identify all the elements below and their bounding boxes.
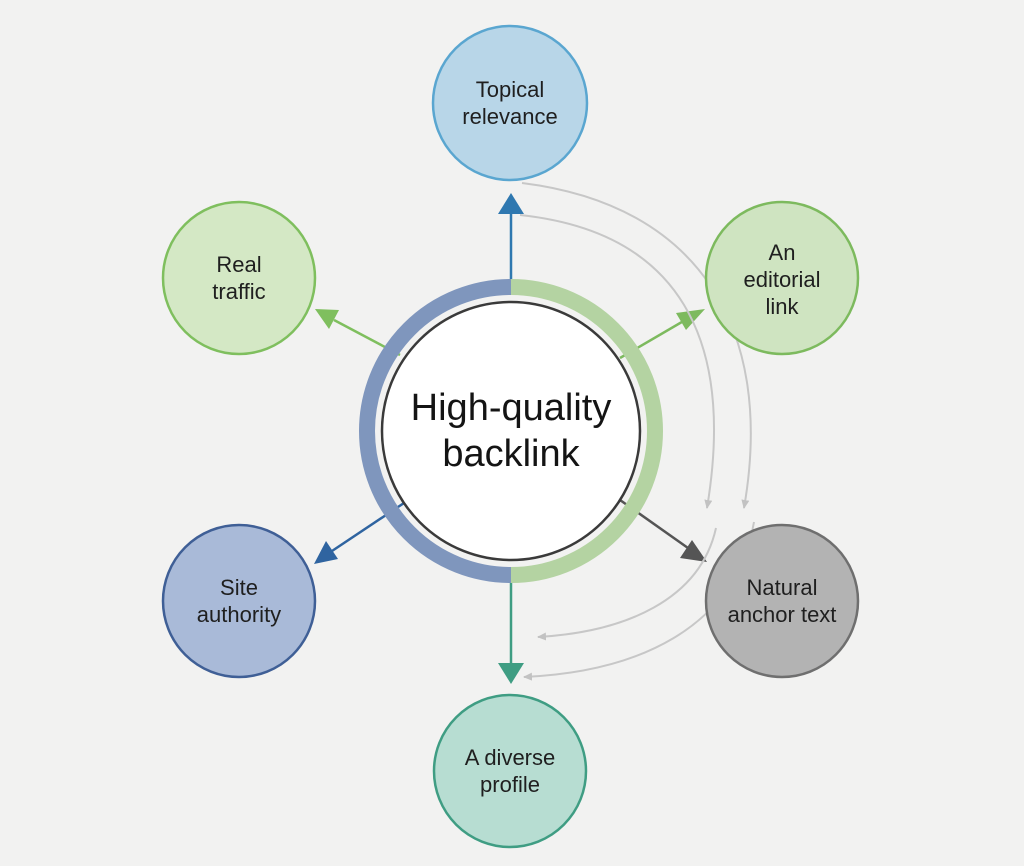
label-diverse-profile: A diverse profile [464, 745, 556, 797]
arrowhead-anchor [680, 540, 707, 562]
label-natural-anchor-text: Natural anchor text [727, 575, 837, 627]
center-label: High-quality backlink [410, 387, 612, 475]
arrowhead-topical [498, 193, 524, 214]
node-editorial-link [704, 200, 860, 356]
node-real-traffic [161, 200, 317, 356]
arrowhead-editorial [676, 309, 705, 330]
label-site-authority: Site authority [196, 575, 282, 627]
ring-left-half [359, 279, 512, 583]
arrowhead-traffic [315, 309, 339, 329]
arrowhead-site [314, 541, 338, 564]
curved-arrow-inner-top [519, 214, 715, 509]
label-real-traffic: Real traffic [212, 252, 266, 304]
node-site-authority [161, 523, 317, 679]
label-editorial-link: An editorial link [743, 239, 821, 319]
node-topical-relevance [431, 24, 589, 182]
label-topical-relevance: Topical relevance [462, 77, 558, 129]
node-natural-anchor-text [704, 523, 860, 679]
node-diverse-profile [432, 693, 588, 849]
curved-arrow-inner-bottom [537, 527, 717, 641]
arrowhead-diverse [498, 663, 524, 684]
ring-right-half [510, 279, 663, 583]
center-circle [380, 300, 642, 562]
